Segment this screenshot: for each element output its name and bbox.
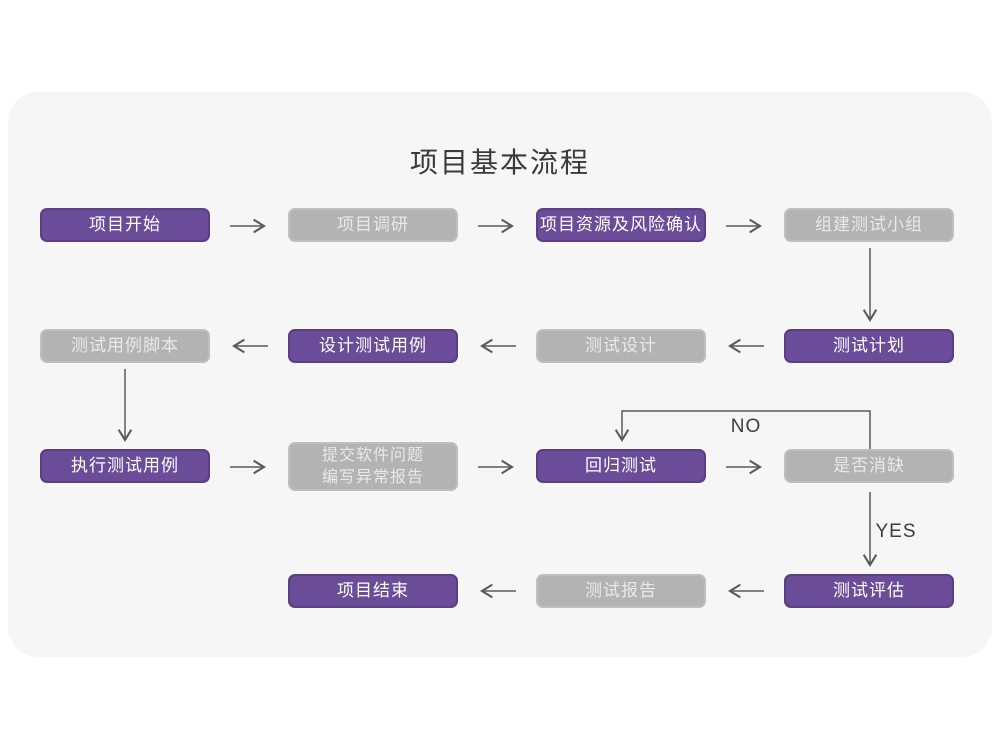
node-execute-test-cases: 执行测试用例 [40, 449, 210, 483]
node-label: 测试计划 [833, 335, 905, 355]
node-label: 组建测试小组 [815, 214, 923, 234]
node-defect-cleared: 是否消缺 [784, 449, 954, 483]
node-test-case-script: 测试用例脚本 [40, 329, 210, 363]
diagram-title: 项目基本流程 [409, 147, 590, 178]
node-project-start: 项目开始 [40, 208, 210, 242]
node-test-design: 测试设计 [536, 329, 706, 363]
node-label: 测试用例脚本 [71, 335, 179, 355]
node-label-line1: 提交软件问题 [321, 446, 424, 464]
node-build-test-team: 组建测试小组 [784, 208, 954, 242]
node-test-report: 测试报告 [536, 574, 706, 608]
node-test-evaluation: 测试评估 [784, 574, 954, 608]
node-project-research: 项目调研 [288, 208, 458, 242]
node-test-plan: 测试计划 [784, 329, 954, 363]
node-label: 回归测试 [585, 455, 657, 475]
node-label: 项目开始 [89, 214, 161, 234]
node-label: 测试报告 [585, 580, 657, 600]
node-label: 设计测试用例 [319, 335, 427, 355]
node-label-line2: 编写异常报告 [321, 468, 424, 486]
node-label: 项目资源及风险确认 [540, 214, 702, 234]
node-submit-issues-report: 提交软件问题 编写异常报告 [288, 442, 458, 491]
edge-label-no: NO [730, 416, 762, 437]
node-resources-risk-confirm: 项目资源及风险确认 [536, 208, 706, 242]
edge-label-yes: YES [875, 521, 917, 542]
node-label: 项目结束 [337, 580, 409, 600]
node-label: 测试设计 [585, 335, 657, 355]
node-label: 项目调研 [337, 214, 409, 234]
node-label: 执行测试用例 [71, 455, 179, 475]
node-label: 测试评估 [833, 580, 905, 600]
flowchart-panel [8, 92, 992, 657]
node-design-test-cases: 设计测试用例 [288, 329, 458, 363]
node-project-end: 项目结束 [288, 574, 458, 608]
node-label: 是否消缺 [833, 455, 905, 475]
node-regression-test: 回归测试 [536, 449, 706, 483]
